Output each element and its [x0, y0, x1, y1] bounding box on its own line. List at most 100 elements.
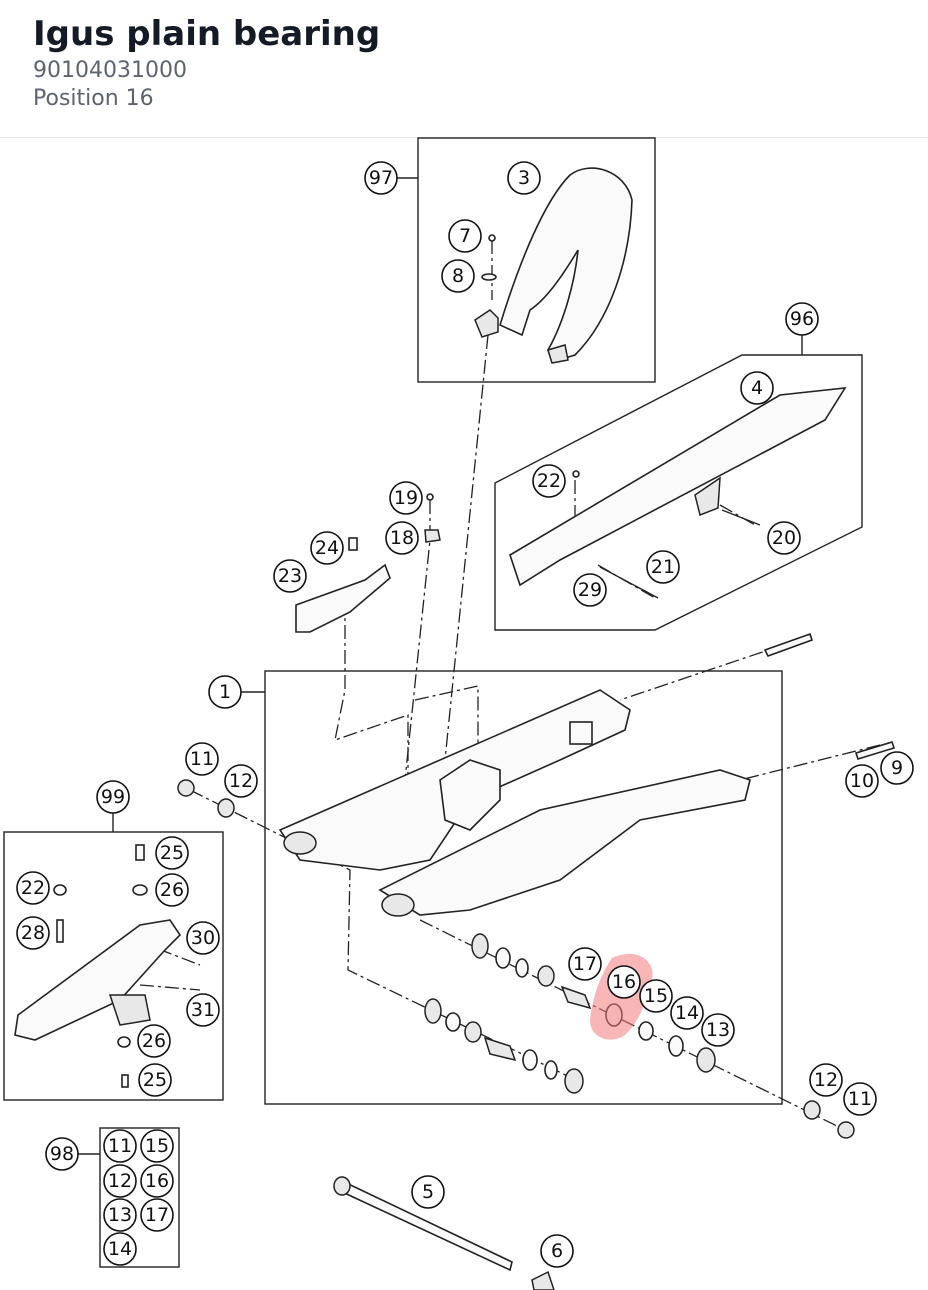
callout-label: 15 [145, 1135, 169, 1157]
callout-11[interactable]: 11 [185, 742, 219, 776]
kit-callout-17[interactable]: 17 [140, 1198, 174, 1232]
callout-label: 11 [190, 748, 214, 770]
callout-9[interactable]: 9 [880, 751, 914, 785]
callout-15[interactable]: 15 [639, 979, 673, 1013]
callout-label: 30 [191, 927, 215, 949]
callout-13[interactable]: 13 [701, 1013, 735, 1047]
callout-1[interactable]: 1 [208, 675, 242, 709]
callout-4[interactable]: 4 [740, 371, 774, 405]
callout-label: 19 [394, 487, 418, 509]
callout-98[interactable]: 98 [45, 1137, 79, 1171]
callout-label: 12 [229, 770, 253, 792]
callout-label: 29 [578, 579, 602, 601]
callout-28[interactable]: 28 [16, 916, 50, 950]
callout-label: 22 [537, 470, 561, 492]
frame-96 [494, 354, 863, 631]
callout-label: 10 [850, 770, 874, 792]
chain-guard-3 [474, 167, 633, 364]
callout-14[interactable]: 14 [670, 996, 704, 1030]
callout-30[interactable]: 30 [186, 921, 220, 955]
frame-98 [99, 1127, 180, 1268]
callout-23[interactable]: 23 [273, 559, 307, 593]
callout-31[interactable]: 31 [186, 993, 220, 1027]
kit-callout-13[interactable]: 13 [103, 1198, 137, 1232]
callout-label: 6 [551, 1240, 563, 1262]
callout-8[interactable]: 8 [441, 259, 475, 293]
kit-callout-14[interactable]: 14 [103, 1232, 137, 1266]
callout-label: 18 [390, 527, 414, 549]
callout-16[interactable]: 16 [607, 965, 641, 999]
page-title: Igus plain bearing [33, 14, 381, 54]
callout-label: 26 [160, 879, 184, 901]
callout-11[interactable]: 11 [843, 1082, 877, 1116]
callout-label: 21 [651, 556, 675, 578]
callout-label: 96 [790, 308, 814, 330]
kit-callout-11[interactable]: 11 [103, 1129, 137, 1163]
axle-5 [333, 1176, 555, 1290]
kit-callout-15[interactable]: 15 [140, 1129, 174, 1163]
callout-29[interactable]: 29 [573, 573, 607, 607]
callout-96[interactable]: 96 [785, 302, 819, 336]
callout-label: 3 [518, 167, 530, 189]
callout-21[interactable]: 21 [646, 550, 680, 584]
callout-label: 25 [143, 1069, 167, 1091]
callout-label: 7 [459, 225, 471, 247]
callout-19[interactable]: 19 [389, 481, 423, 515]
callout-12[interactable]: 12 [809, 1063, 843, 1097]
callout-17[interactable]: 17 [568, 947, 602, 981]
callout-26[interactable]: 26 [155, 873, 189, 907]
callout-label: 11 [108, 1135, 132, 1157]
callout-label: 13 [706, 1019, 730, 1041]
bearing-row-upper [471, 933, 716, 1073]
sleeve-17 [560, 985, 592, 1010]
callout-label: 28 [21, 922, 45, 944]
callout-label: 97 [369, 167, 393, 189]
callout-label: 16 [145, 1170, 169, 1192]
callout-label: 13 [108, 1204, 132, 1226]
callout-label: 5 [422, 1181, 434, 1203]
frame-97 [417, 137, 656, 383]
callout-3[interactable]: 3 [507, 161, 541, 195]
chain-slider-99 [14, 844, 182, 1088]
frames [3, 137, 863, 1268]
callout-25[interactable]: 25 [155, 836, 189, 870]
position-label: Position 16 [33, 86, 154, 111]
callouts: 97 3 7 8 96 4 22 20 21 29 19 18 24 23 1 … [16, 161, 914, 1268]
assembly-lines [134, 240, 881, 1131]
callout-label: 9 [891, 757, 903, 779]
callout-99[interactable]: 99 [96, 780, 130, 814]
callout-25[interactable]: 25 [138, 1063, 172, 1097]
callout-6[interactable]: 6 [540, 1234, 574, 1268]
callout-label: 1 [219, 681, 231, 703]
callout-18[interactable]: 18 [385, 521, 419, 555]
callout-label: 14 [675, 1002, 699, 1024]
callout-22[interactable]: 22 [16, 871, 50, 905]
callout-22[interactable]: 22 [532, 464, 566, 498]
callout-24[interactable]: 24 [310, 531, 344, 565]
callout-label: 16 [612, 971, 636, 993]
callout-label: 25 [160, 842, 184, 864]
part-number: 90104031000 [33, 58, 187, 83]
callout-label: 14 [108, 1238, 132, 1260]
kit-callout-16[interactable]: 16 [140, 1164, 174, 1198]
callout-12[interactable]: 12 [224, 764, 258, 798]
callout-label: 99 [101, 786, 125, 808]
nut-6 [531, 1270, 555, 1290]
hardware [177, 632, 896, 1139]
callout-label: 15 [644, 985, 668, 1007]
callout-10[interactable]: 10 [845, 764, 879, 798]
callout-5[interactable]: 5 [411, 1175, 445, 1209]
header: Igus plain bearing 90104031000 Position … [0, 0, 928, 138]
callout-7[interactable]: 7 [448, 219, 482, 253]
bearing-row-lower [424, 998, 584, 1094]
frame-1 [264, 670, 783, 1105]
callout-97[interactable]: 97 [364, 161, 398, 195]
kit-callout-12[interactable]: 12 [103, 1164, 137, 1198]
callout-label: 20 [772, 527, 796, 549]
callout-label: 24 [315, 537, 339, 559]
callout-label: 8 [452, 265, 464, 287]
callout-20[interactable]: 20 [767, 521, 801, 555]
callout-26[interactable]: 26 [137, 1024, 171, 1058]
callout-label: 22 [21, 877, 45, 899]
